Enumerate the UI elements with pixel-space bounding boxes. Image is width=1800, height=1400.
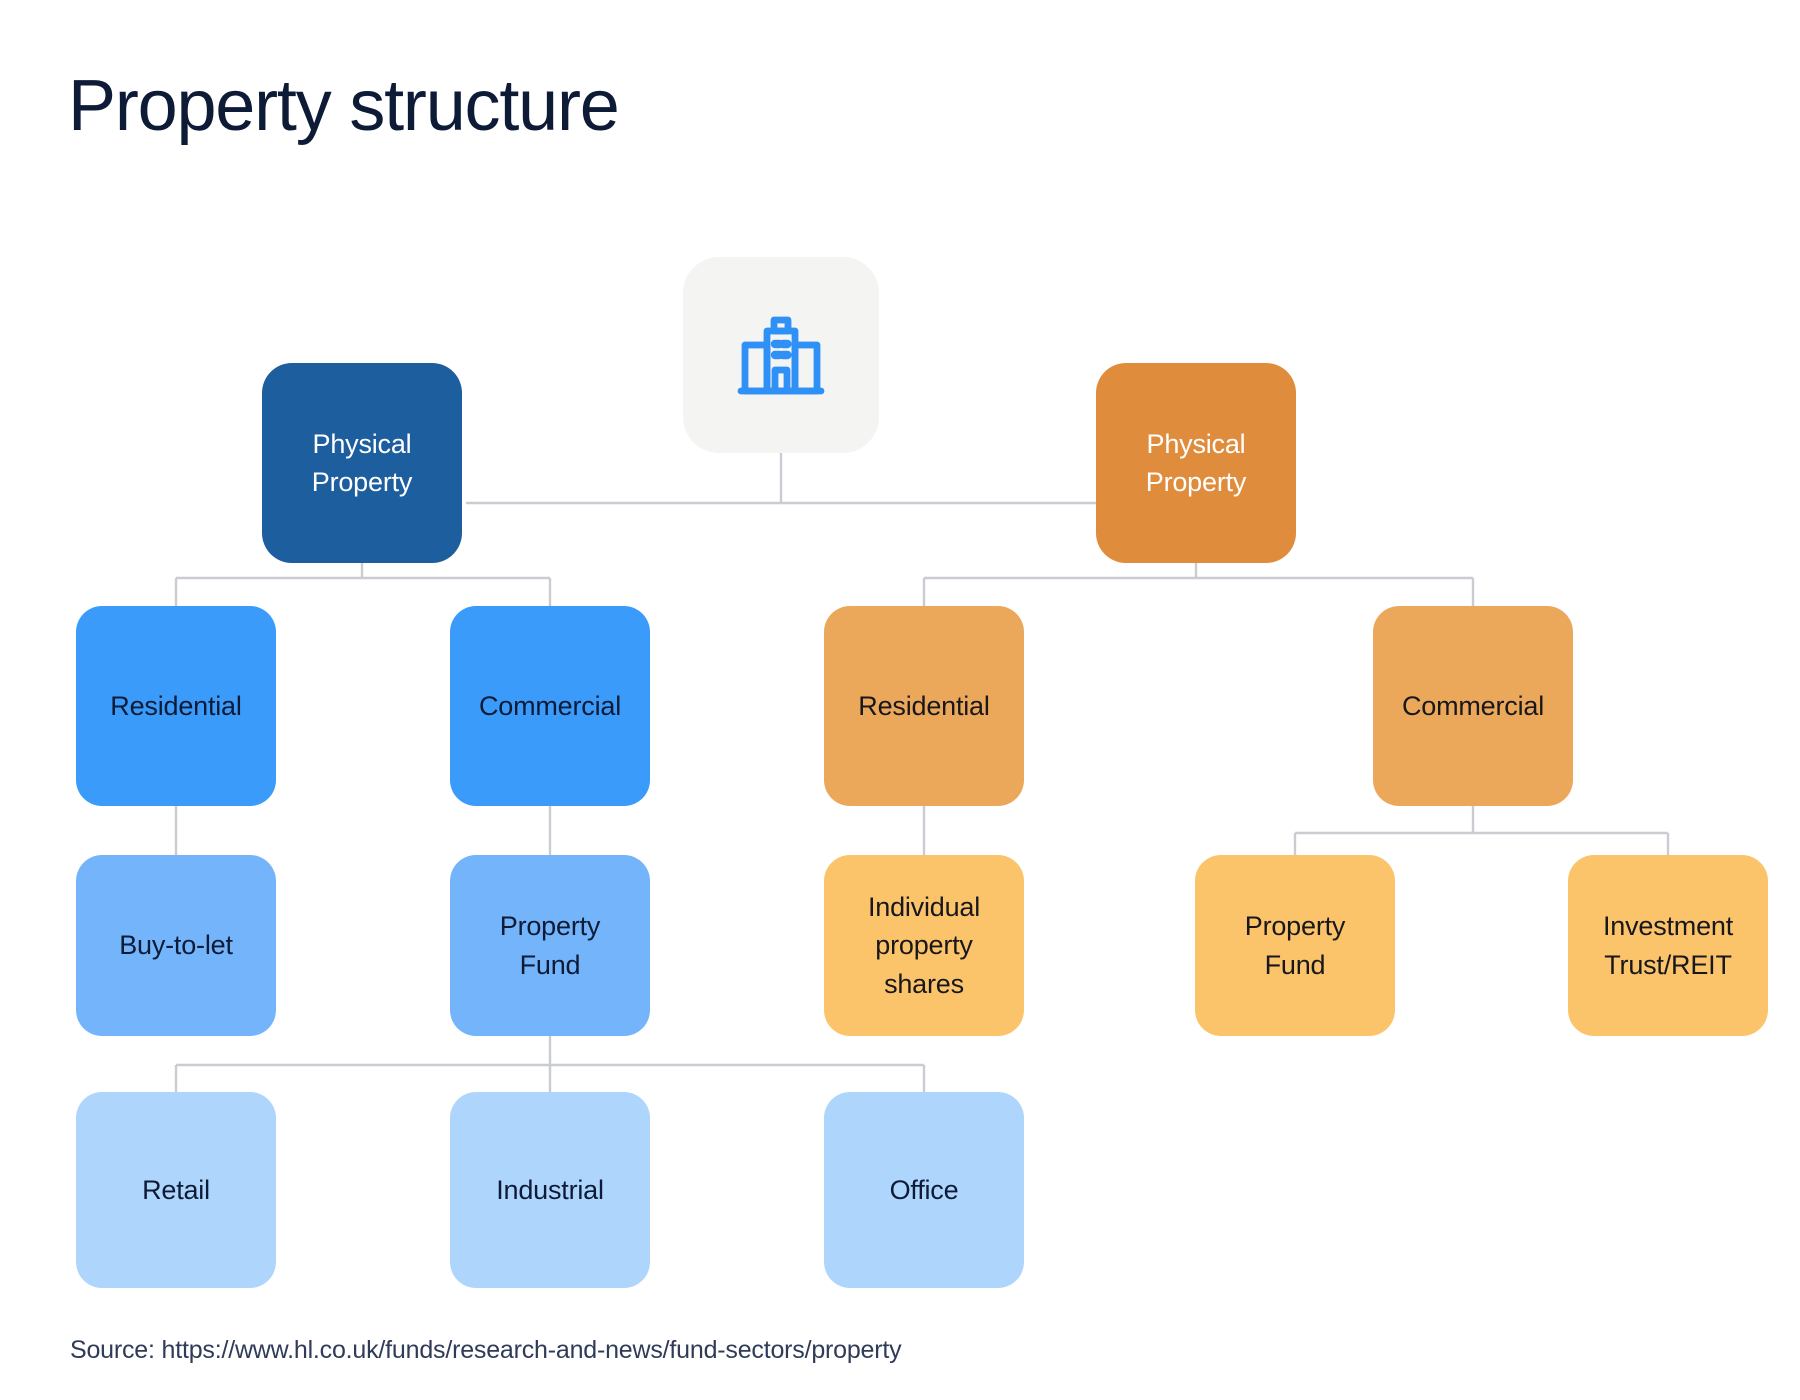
node-right-physical-property[interactable]: Physical Property [1096,363,1296,563]
building-icon [737,316,825,395]
building-icon-tile [683,257,879,453]
node-left-property-fund[interactable]: Property Fund [450,855,650,1036]
source-caption: Source: https://www.hl.co.uk/funds/resea… [70,1336,902,1364]
node-left-physical-property[interactable]: Physical Property [262,363,462,563]
node-individual-property-shares[interactable]: Individual property shares [824,855,1024,1036]
node-left-commercial[interactable]: Commercial [450,606,650,806]
node-retail[interactable]: Retail [76,1092,276,1288]
page-title: Property structure [68,66,620,146]
node-investment-trust-reit[interactable]: Investment Trust/REIT [1568,855,1768,1036]
node-industrial[interactable]: Industrial [450,1092,650,1288]
node-office[interactable]: Office [824,1092,1024,1288]
node-left-residential[interactable]: Residential [76,606,276,806]
node-right-property-fund[interactable]: Property Fund [1195,855,1395,1036]
node-right-commercial[interactable]: Commercial [1373,606,1573,806]
node-right-residential[interactable]: Residential [824,606,1024,806]
node-buy-to-let[interactable]: Buy-to-let [76,855,276,1036]
